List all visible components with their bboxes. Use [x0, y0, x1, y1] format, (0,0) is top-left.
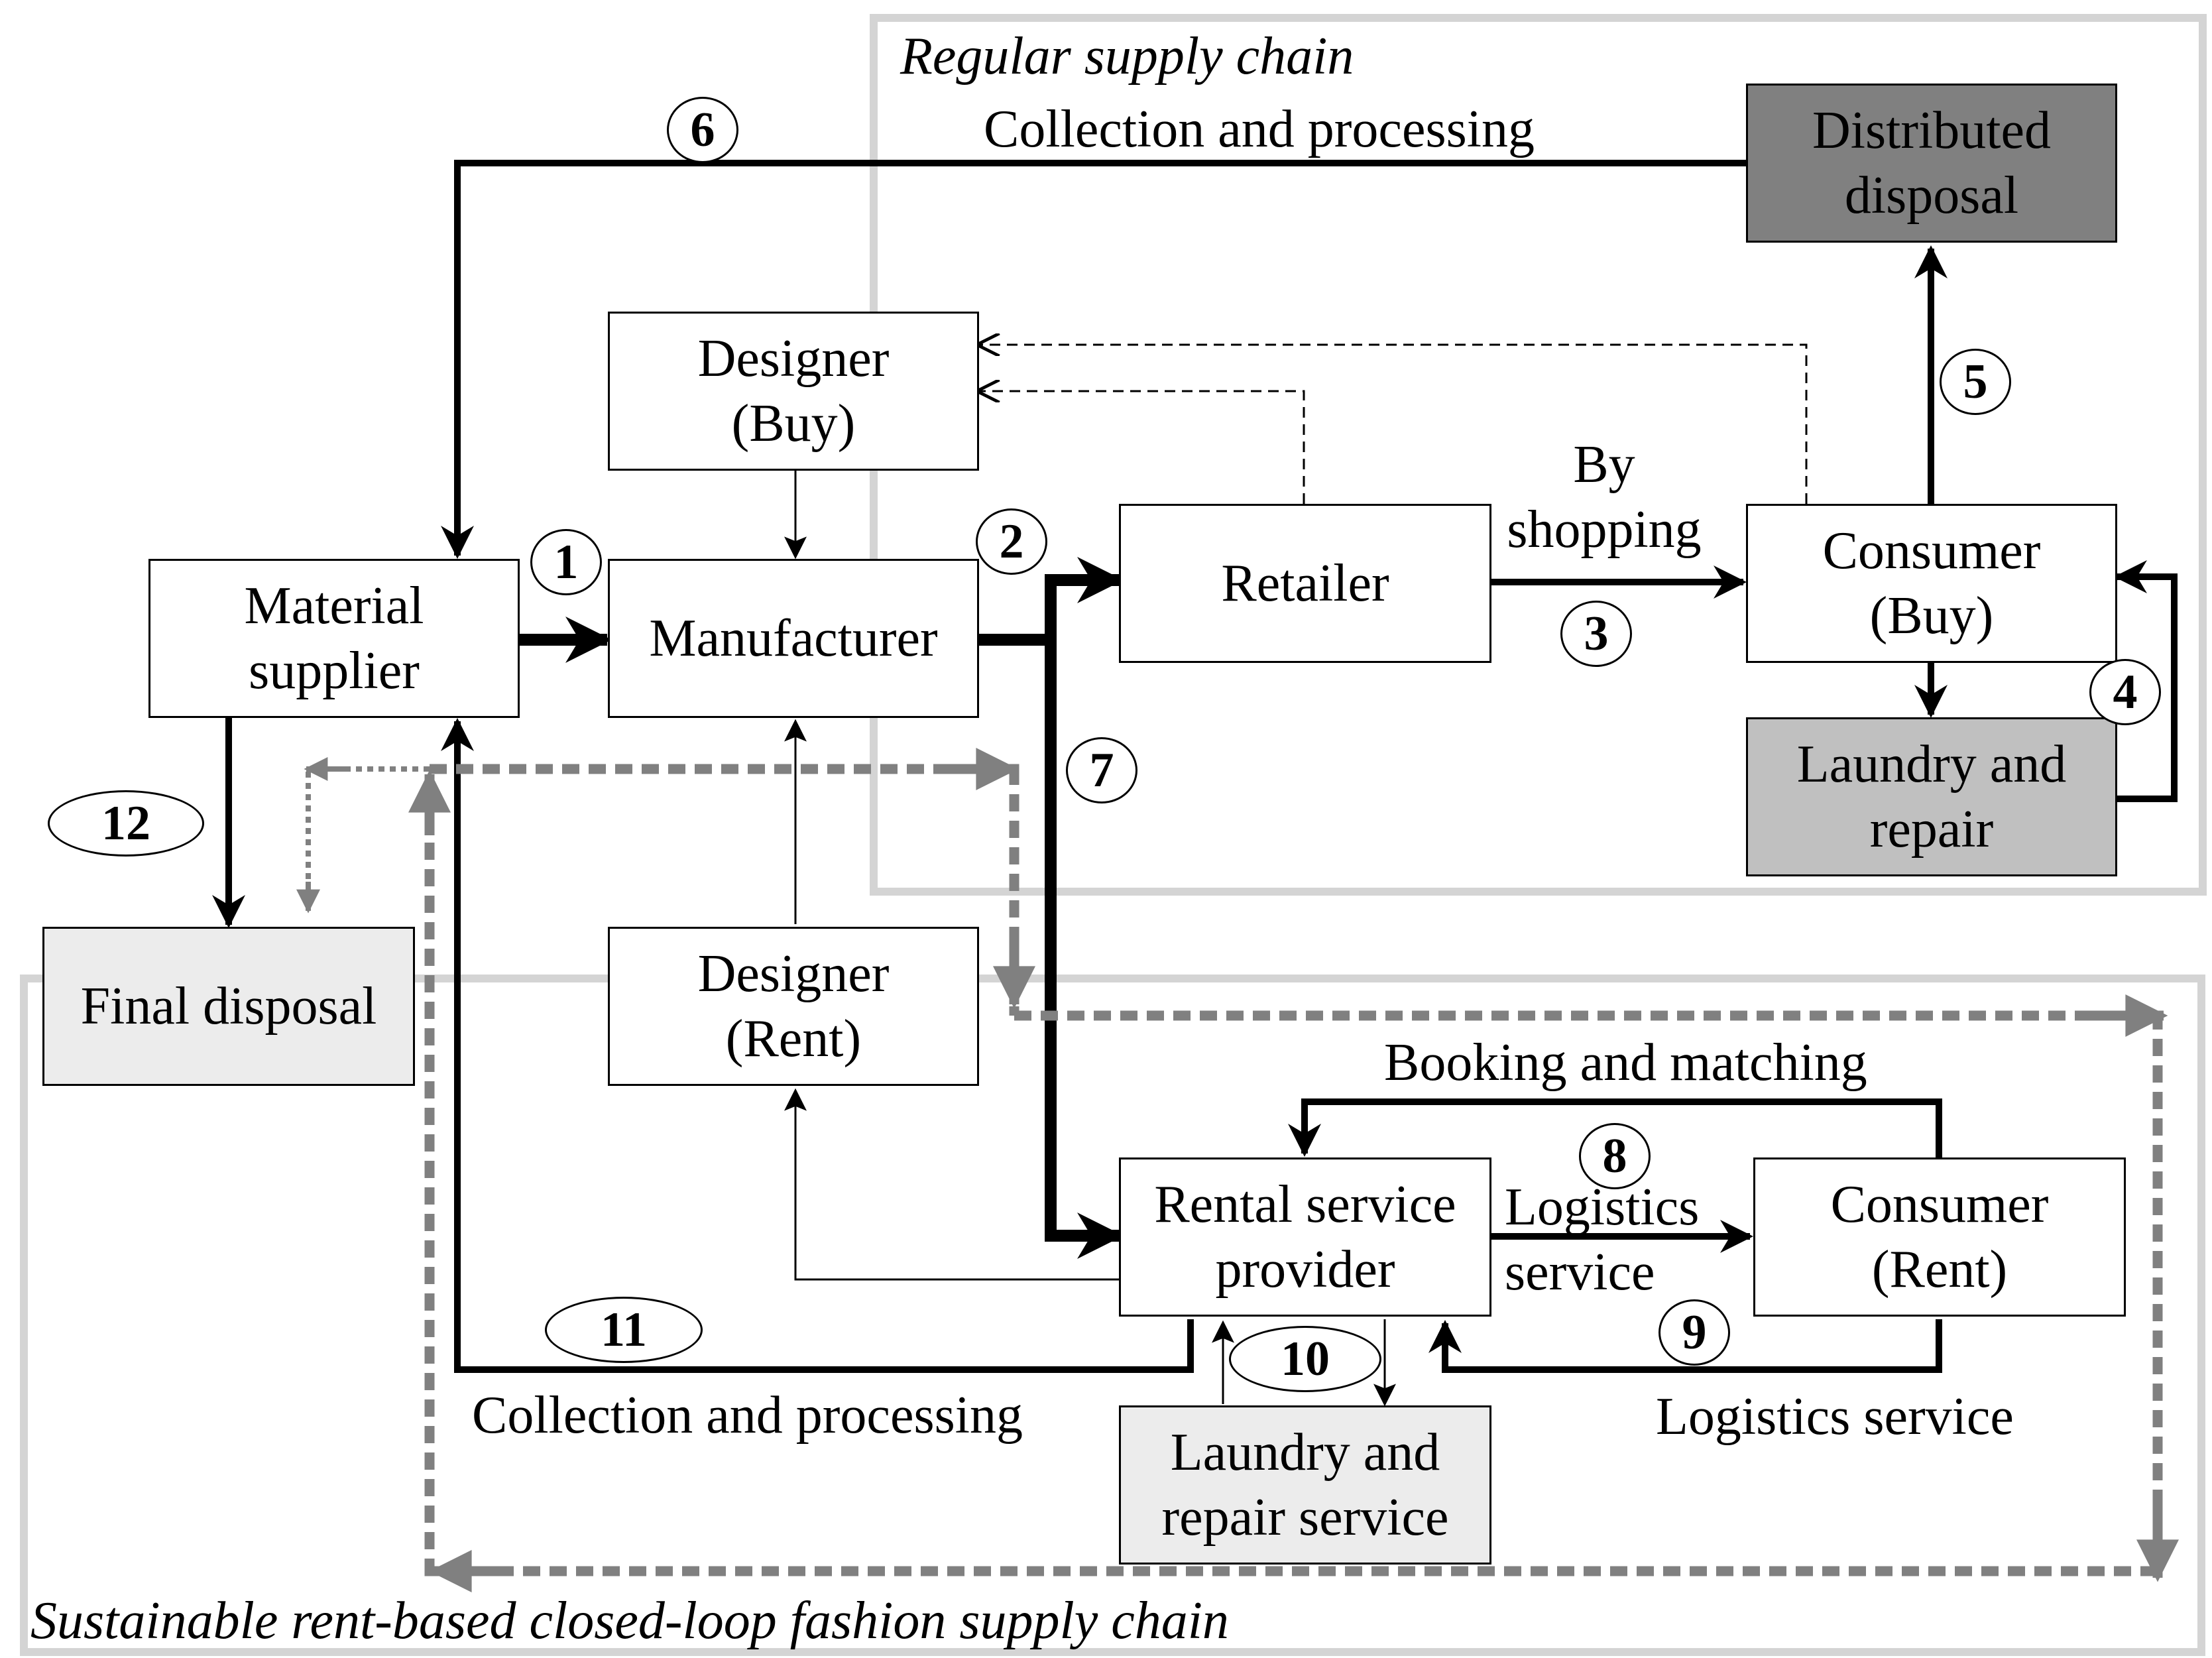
consumer-buy-line1: Consumer — [1822, 522, 2041, 580]
step-7-marker: 7 — [1066, 737, 1137, 803]
consumer-buy-line2: (Buy) — [1869, 587, 1994, 645]
arrow-7 — [1045, 835, 1124, 1259]
distributed-disposal-box: Distributed disposal — [1746, 84, 2117, 243]
label-logistics-8-line2: service — [1505, 1243, 1655, 1301]
designer-rent-line1: Designer — [697, 945, 890, 1003]
consumer-rent-line1: Consumer — [1830, 1175, 2049, 1234]
final-disposal-box: Final disposal — [42, 927, 415, 1086]
designer-buy-line2: (Buy) — [731, 394, 856, 453]
feedback-retailer-to-designer — [979, 391, 1305, 504]
material-supplier-box: Material supplier — [148, 559, 520, 718]
laundry-repair-service-box: Laundry and repair service — [1119, 1405, 1491, 1565]
step-8-marker: 8 — [1579, 1123, 1651, 1189]
arrow-rental-to-designer-rent — [784, 1088, 1119, 1281]
step-9-marker: 9 — [1659, 1299, 1730, 1366]
arrow-booking — [1288, 1098, 1942, 1157]
designer-rent-box: Designer (Rent) — [608, 927, 979, 1086]
retailer-label: Retailer — [1221, 554, 1389, 613]
step-4-marker: 4 — [2089, 659, 2161, 725]
sustainable-chain-title: Sustainable rent-based closed-loop fashi… — [30, 1592, 1229, 1650]
label-by-shopping: By shopping — [1498, 432, 1710, 562]
step-1-marker: 1 — [530, 529, 602, 595]
arrow-9 — [1428, 1319, 1942, 1373]
label-shopping: shopping — [1507, 501, 1702, 559]
arrow-2 — [1045, 557, 1124, 1240]
final-disposal-label: Final disposal — [80, 977, 377, 1036]
consumer-buy-box: Consumer (Buy) — [1746, 504, 2117, 663]
step-10-marker: 10 — [1229, 1326, 1381, 1392]
laundry-repair-line1: Laundry and — [1796, 735, 2067, 794]
label-logistics-8-line1: Logistics — [1505, 1178, 1700, 1236]
consumer-rent-line2: (Rent) — [1871, 1240, 2008, 1299]
material-supplier-line2: supplier — [249, 642, 420, 700]
step-5-marker: 5 — [1940, 349, 2011, 415]
laundry-repair-line2: repair — [1869, 800, 1994, 859]
feedback-consumer-to-designer — [979, 345, 1808, 504]
laundry-repair-service-line1: Laundry and — [1170, 1423, 1440, 1482]
consumer-rent-box: Consumer (Rent) — [1753, 1157, 2126, 1317]
step-11-marker: 11 — [545, 1297, 703, 1363]
distributed-disposal-line1: Distributed — [1812, 101, 2051, 160]
label-collection-bottom: Collection and processing — [472, 1386, 1023, 1445]
manufacturer-label: Manufacturer — [649, 609, 938, 668]
manufacturer-box: Manufacturer — [608, 559, 979, 718]
rental-provider-box: Rental service provider — [1119, 1157, 1491, 1317]
label-collection-top: Collection and processing — [984, 100, 1535, 158]
distributed-disposal-line2: disposal — [1844, 166, 2019, 225]
designer-rent-line2: (Rent) — [725, 1010, 862, 1068]
dotted-to-final-disposal — [306, 766, 430, 908]
laundry-repair-box: Laundry and repair — [1746, 717, 2117, 876]
laundry-repair-service-line2: repair service — [1161, 1488, 1449, 1547]
rental-provider-line2: provider — [1215, 1240, 1395, 1299]
step-2-marker: 2 — [976, 508, 1047, 575]
retailer-box: Retailer — [1119, 504, 1491, 663]
designer-buy-line1: Designer — [697, 329, 890, 388]
step-12-marker: 12 — [48, 790, 204, 857]
arrow-6-collection — [441, 160, 1746, 559]
step-3-marker: 3 — [1560, 601, 1632, 667]
step-6-marker: 6 — [667, 97, 738, 163]
label-logistics-9: Logistics service — [1656, 1388, 2014, 1446]
label-logistics-8: Logistics service — [1505, 1175, 1699, 1305]
arrow-11 — [441, 718, 1194, 1373]
regular-chain-title: Regular supply chain — [900, 27, 1354, 86]
arrow-4 — [2114, 560, 2178, 802]
label-by: By — [1573, 436, 1635, 494]
designer-buy-box: Designer (Buy) — [608, 312, 979, 471]
rental-provider-line1: Rental service — [1154, 1175, 1456, 1234]
sustainable-chain-frame — [20, 975, 2205, 1656]
label-booking: Booking and matching — [1384, 1034, 1867, 1092]
material-supplier-line1: Material — [244, 577, 424, 635]
